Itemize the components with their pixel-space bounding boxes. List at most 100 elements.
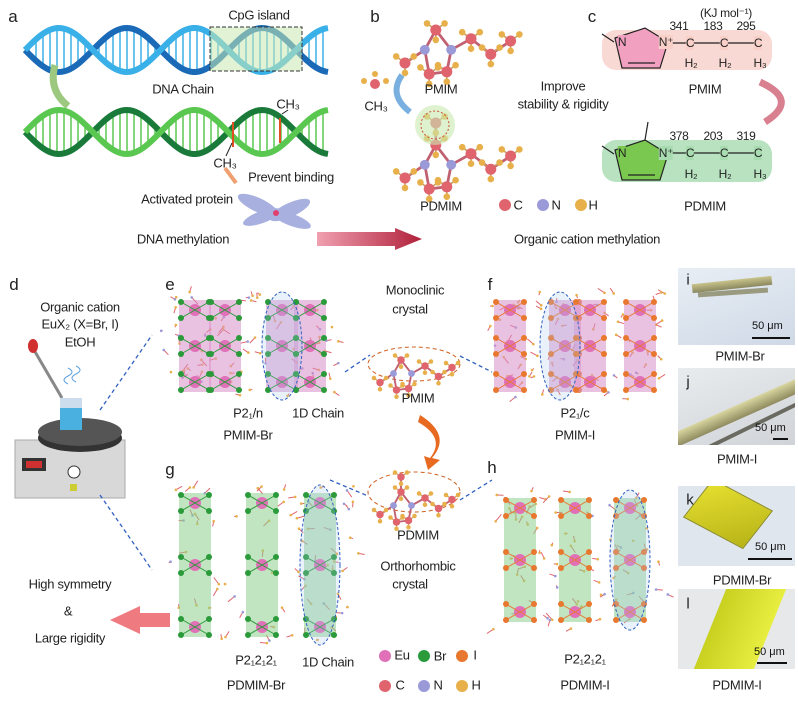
halide-atom [206,616,212,622]
organic-atom [173,298,177,301]
organic-atom [530,368,534,372]
halide-atom [331,570,337,576]
ch3-molecule [361,71,389,89]
halide-atom [265,351,271,357]
organic-atom [159,329,163,333]
crystal-structure-pdmim-i [486,487,674,634]
organic-atom [255,296,259,299]
hydrogen-atom [449,372,455,377]
organic-atom [495,493,499,497]
organic-atom [548,618,552,622]
halide-atom [531,549,537,555]
halide-atom [493,335,499,341]
organic-atom [246,340,249,343]
hydrogen-atom [398,364,404,369]
halide-atom [303,492,309,498]
halide-atom [548,351,554,357]
halide-atom [245,616,251,622]
halide-atom [521,351,527,357]
organic-atom [169,560,172,564]
halide-atom [178,351,184,357]
halide-atom [273,570,279,576]
legend-swatch [575,199,587,211]
halide-atom [641,565,647,571]
hydrogen-atom [422,502,428,507]
photo-pmim-i [678,368,795,445]
halide-atom [273,616,279,622]
carbon-atom [397,488,405,496]
halide-atom [521,299,527,305]
hydrogen-atom [377,387,383,392]
halide-atom [601,371,607,377]
organic-atom [538,551,541,555]
halide-atom [521,335,527,341]
halide-atom [548,315,554,321]
atom-nplus: N⁺ [658,146,674,160]
hydrogen-atom [383,78,389,84]
hydrogen-atom [361,78,367,84]
methyl-highlight-dash [420,110,450,140]
organic-atom [174,295,178,299]
panel-label-l: l [686,595,690,613]
halide-atom [601,335,607,341]
halide-atom [331,632,337,638]
scale-bar [748,558,792,560]
carbon-atom [448,363,456,372]
hydrogen-atom [455,360,461,366]
organic-atom [300,539,304,543]
organic-atom [536,354,539,358]
halide-atom [265,315,271,321]
atom-c: C [719,146,729,160]
bond-energy: 183 [703,19,723,33]
organic-atom [532,342,535,346]
halide-atom [586,513,592,519]
nitrogen-atom [408,370,415,377]
chain-label: 1D Chain [292,405,344,421]
atom-c: C [753,146,763,160]
chain-label: 1D Chain [302,654,354,670]
synthesis-line1: Organic cation [40,299,120,315]
organic-atom [340,611,344,615]
hydrogen-atom [449,504,455,509]
organic-atom [539,307,543,311]
organic-atom [297,527,301,530]
legend-swatch [418,650,430,662]
organic-atom [666,593,670,596]
organic-atom [220,637,223,640]
halide-atom [623,335,629,341]
organic-atom [282,488,286,491]
halide-atom [293,387,299,393]
organic-atom [532,375,536,378]
organic-atom [246,351,250,354]
organic-atom [268,639,271,642]
halide-atom [303,632,309,638]
pdmim-ellipse [367,471,461,513]
organic-atom [540,393,544,396]
conclusion-line3: Large rigidity [34,630,106,646]
halide-atom [613,565,619,571]
organic-atom [608,503,611,507]
organic-atom [247,296,251,299]
halide-atom [321,315,327,321]
cpg-island-label: CpG island [228,7,290,23]
halide-atom [521,315,527,321]
hydrogen-atom [434,64,442,71]
organic-atom [598,617,602,621]
hydrogen-atom [425,80,433,88]
organic-atom [315,638,319,642]
organic-atom [290,633,294,637]
organic-atom [345,489,349,492]
halide-atom [601,299,607,305]
halide-atom [236,299,242,305]
organic-atom [346,605,349,609]
bond-energy: 341 [669,19,689,33]
halide-atom [236,371,242,377]
organic-atom [568,490,571,494]
halide-atom [531,513,537,519]
carbon-atom [448,495,456,504]
backbone [22,107,329,158]
h3-label: H₃ [753,167,767,181]
hydrogen-atom [400,383,405,388]
halide-atom [236,335,242,341]
halide-atom [623,351,629,357]
